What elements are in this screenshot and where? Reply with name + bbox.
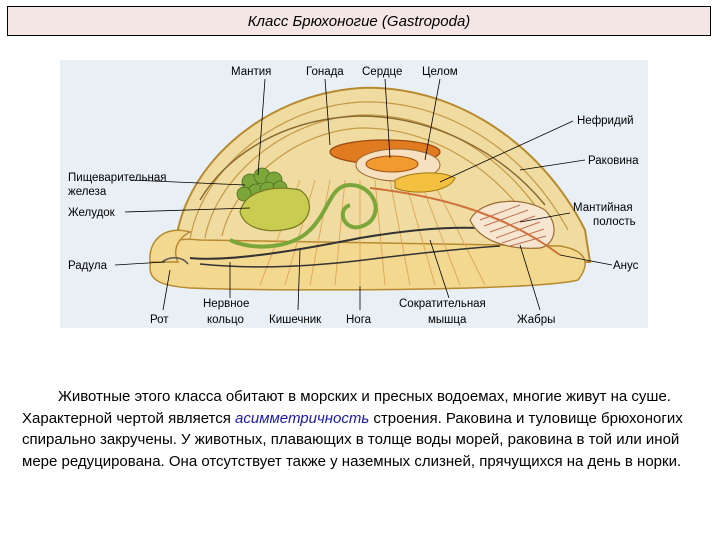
label-nerve-ring-line2: кольцо bbox=[207, 314, 244, 326]
nephridium-illustration bbox=[394, 172, 456, 193]
slide-title: Класс Брюхоногие (Gastropoda) bbox=[247, 12, 471, 30]
stomach-illustration bbox=[239, 187, 310, 232]
label-nerve-ring-line1: Нервное bbox=[203, 298, 249, 310]
label-intestine: Кишечник bbox=[269, 314, 322, 326]
label-gonad: Гонада bbox=[306, 66, 344, 78]
label-radula: Радула bbox=[68, 260, 108, 272]
mantle-line bbox=[199, 115, 546, 206]
heart-illustration bbox=[365, 155, 419, 173]
label-gills: Жабры bbox=[517, 314, 555, 326]
intestine-illustration bbox=[229, 182, 378, 249]
head-illustration bbox=[149, 229, 193, 263]
description-paragraph: Животные этого класса обитают в морских … bbox=[22, 386, 712, 472]
label-mouth: Рот bbox=[150, 314, 169, 326]
label-digestive-gland-line1: Пищеварительная bbox=[68, 172, 166, 184]
paragraph-part2: строения. Раковина и туловище брюхоногих… bbox=[22, 409, 683, 470]
gills-illustration bbox=[479, 204, 547, 247]
label-heart: Сердце bbox=[362, 66, 402, 78]
label-coelom: Целом bbox=[422, 66, 458, 78]
paragraph-term: асимметричность bbox=[235, 409, 370, 427]
label-nephridium: Нефридий bbox=[577, 115, 634, 127]
label-digestive-gland-line2: железа bbox=[68, 186, 107, 198]
label-foot: Нога bbox=[346, 314, 372, 326]
title-bar: Класс Брюхоногие (Gastropoda) bbox=[7, 6, 711, 36]
label-mantle-cavity-line1: Мантийная bbox=[573, 202, 633, 214]
foot-illustration bbox=[149, 238, 586, 291]
label-mantle-cavity-line2: полость bbox=[593, 216, 636, 228]
label-contractile-muscle-line2: мышца bbox=[428, 314, 467, 326]
label-contractile-muscle-line1: Сократительная bbox=[399, 298, 486, 310]
nerve-cord-2 bbox=[199, 245, 501, 268]
label-mantle: Мантия bbox=[231, 66, 271, 78]
radula-illustration bbox=[161, 257, 189, 265]
leader-lines bbox=[114, 78, 613, 311]
paragraph-part1: Животные этого класса обитают в морских … bbox=[22, 388, 671, 427]
rectum-line bbox=[369, 187, 561, 256]
label-shell: Раковина bbox=[588, 155, 639, 167]
label-stomach: Желудок bbox=[68, 207, 116, 219]
label-anus: Анус bbox=[613, 260, 639, 272]
nerve-cord bbox=[189, 226, 521, 260]
